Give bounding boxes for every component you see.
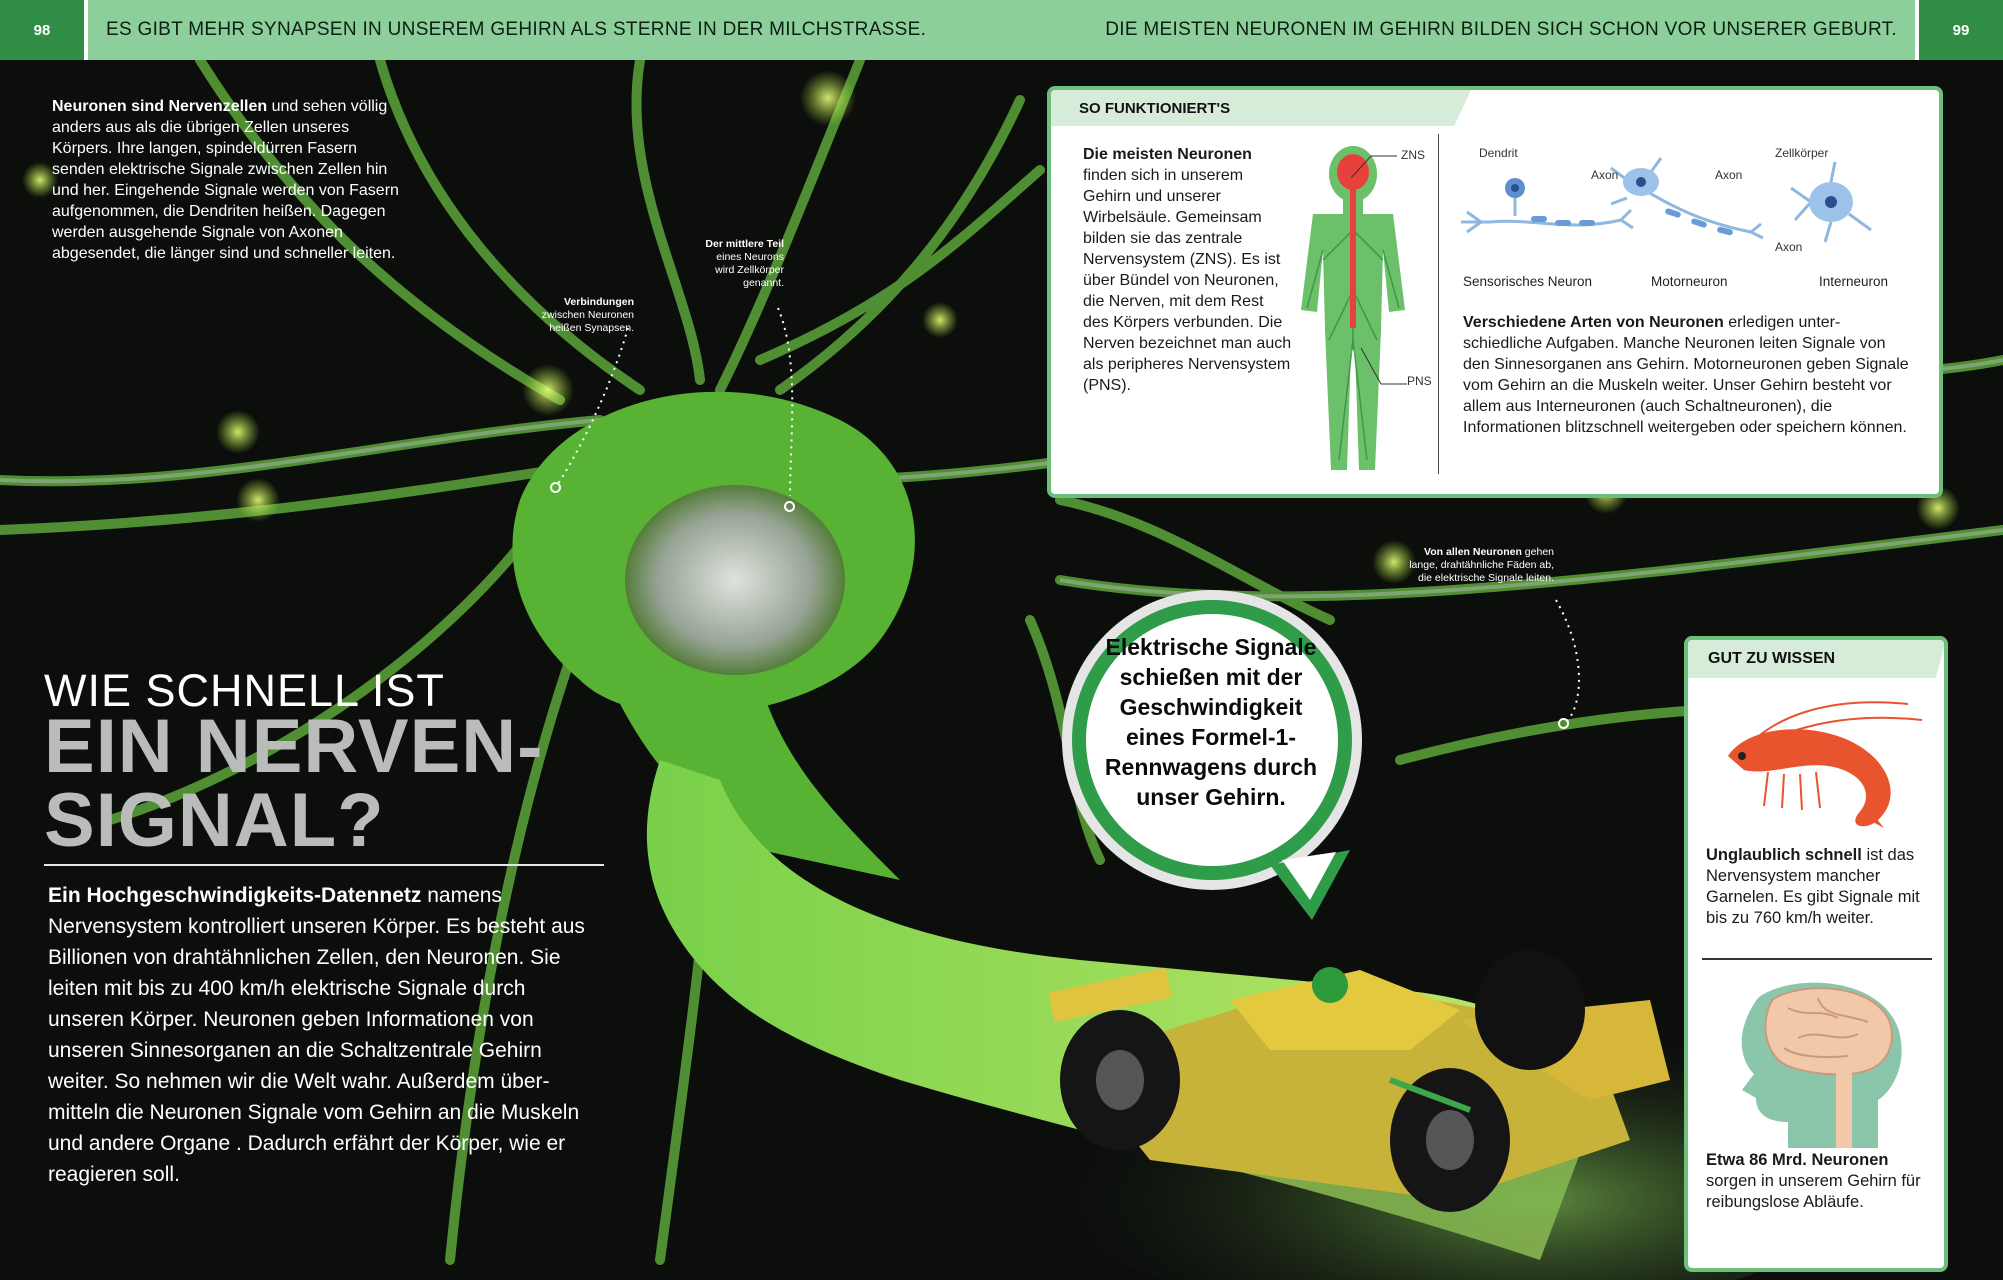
header-fact-right: DIE MEISTEN NEURONEN IM GEHIRN BILDEN SI…	[1105, 19, 1897, 40]
label-axon-3: Axon	[1775, 240, 1803, 254]
speech-bubble-text: Elektrische Signale schießen mit der Ges…	[1104, 634, 1318, 810]
label-motor-neuron: Motorneuron	[1651, 274, 1728, 289]
headline-rule	[44, 864, 604, 866]
neuron-types-illustration	[1461, 157, 1872, 243]
nervous-system-figure-icon	[1301, 146, 1405, 470]
fact-shrimp-text: ist das Nervensystem mancher Garnelen. E…	[1706, 846, 1920, 927]
label-zellkoerper: Zellkörper	[1775, 146, 1829, 160]
so-funktionierts-col1: Die meisten Neuronen finden sich in unse…	[1083, 144, 1293, 396]
headline-big-line1: EIN NERVEN-	[44, 704, 544, 789]
callout-cell-body: Der mittlere Teil eines Neurons wird Zel…	[700, 238, 784, 290]
header-separator	[1915, 0, 1919, 60]
intro-bold: Neuronen sind Nervenzellen	[52, 98, 268, 115]
label-interneuron: Interneuron	[1819, 274, 1889, 289]
callout-synapse-bold: Verbindungen	[563, 296, 634, 308]
fact-divider	[1702, 958, 1932, 960]
col2-text: erledigen unter­schiedliche Aufgaben. Ma…	[1463, 314, 1909, 436]
zns-pns-leader-lines	[1351, 155, 1407, 385]
callout-marker-synapse	[550, 482, 561, 493]
callout-axon-text: gehen lange, draht­ähnliche Fäden ab, di…	[1409, 546, 1554, 584]
header-fact-left: ES GIBT MEHR SYNAPSEN IN UNSEREM GEHIRN …	[106, 19, 927, 40]
label-axon-1: Axon	[1591, 168, 1619, 182]
headline-small: WIE SCHNELL IST	[44, 665, 445, 716]
shrimp-icon	[1728, 701, 1923, 828]
main-paragraph-text: namens Nervensystem kontrolliert unseren…	[48, 884, 585, 1186]
so-funktionierts-title: SO FUNKTIONIERT'S	[1051, 90, 1471, 126]
label-sensory-neuron: Sensorisches Neuron	[1463, 274, 1593, 289]
col1-text: finden sich in unserem Gehirn und unsere…	[1083, 167, 1292, 394]
main-paragraph-bold: Ein Hochgeschwindigkeits-Datennetz	[48, 884, 422, 907]
callout-synapse-text: zwischen Neuronen heißen Synapsen.	[541, 309, 634, 334]
col1-bold: Die meisten Neuronen	[1083, 146, 1252, 163]
callout-axon: Von allen Neuronen gehen lange, draht­äh…	[1394, 546, 1554, 585]
so-funktionierts-col2: Verschiedene Arten von Neuronen erledige…	[1463, 312, 1913, 438]
so-funktionierts-box: SO FUNKTIONIERT'S Die meisten Neuronen f…	[1047, 86, 1943, 498]
header-bar	[0, 0, 2003, 60]
headline-big: EIN NERVEN- SIGNAL?	[44, 704, 604, 863]
intro-text: und sehen völlig anders aus als die übri…	[52, 98, 399, 262]
fact-neurons: Etwa 86 Mrd. Neuronen sorgen in unserem …	[1706, 1150, 1938, 1213]
page-number-right: 99	[1919, 0, 2003, 60]
callout-synapse: Verbindungen zwischen Neuronen heißen Sy…	[520, 296, 634, 335]
fact-neurons-bold: Etwa 86 Mrd. Neuronen	[1706, 1151, 1889, 1169]
callout-cell-text: eines Neurons wird Zellkörper genannt.	[715, 251, 784, 289]
fact-neurons-text: sorgen in unserem Gehirn für reibungslos…	[1706, 1172, 1921, 1211]
callout-marker-cell	[784, 501, 795, 512]
main-paragraph: Ein Hochgeschwindigkeits-Datennetz namen…	[48, 880, 588, 1190]
column-divider	[1438, 134, 1439, 474]
callout-marker-axon	[1558, 718, 1569, 729]
label-zns: ZNS	[1401, 148, 1425, 162]
label-pns: PNS	[1407, 374, 1432, 388]
gut-zu-wissen-box: GUT ZU WISSEN Unglaublich schnell ist da…	[1684, 636, 1948, 1272]
brain-head-icon	[1741, 982, 1902, 1148]
gut-zu-wissen-title: GUT ZU WISSEN	[1688, 640, 1944, 678]
intro-paragraph: Neuronen sind Nervenzellen und sehen völ…	[52, 96, 402, 264]
header-separator	[84, 0, 88, 60]
col2-bold: Verschiedene Arten von Neuronen	[1463, 314, 1724, 331]
fact-shrimp-bold: Unglaublich schnell	[1706, 846, 1862, 864]
callout-cell-bold: Der mittlere Teil	[705, 238, 784, 250]
callout-axon-bold: Von allen Neuronen	[1424, 546, 1522, 558]
headline-big-line2: SIGNAL?	[44, 778, 385, 863]
page-number-left: 98	[0, 0, 84, 60]
label-axon-2: Axon	[1715, 168, 1743, 182]
label-dendrit: Dendrit	[1479, 146, 1518, 160]
fact-shrimp: Unglaublich schnell ist das Nervensystem…	[1706, 845, 1936, 929]
